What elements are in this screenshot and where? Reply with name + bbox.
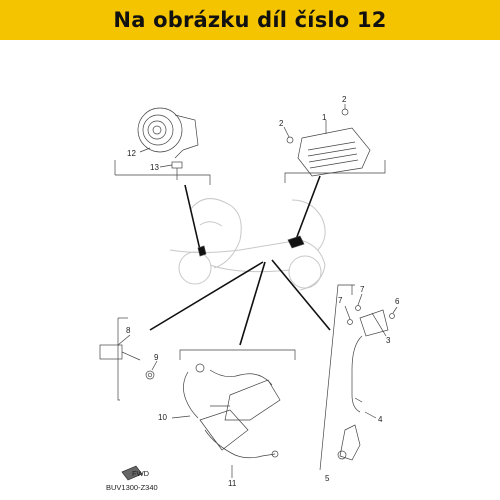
bolt-part-13	[171, 161, 183, 180]
fwd-label: FWD	[132, 469, 150, 478]
callout-5: 5	[325, 474, 330, 483]
callout-13: 13	[150, 163, 159, 172]
callout-4: 4	[378, 415, 383, 424]
title-banner: Na obrázku díl číslo 12	[0, 0, 500, 40]
frame-assembly	[171, 349, 296, 478]
callout-6: 6	[395, 297, 400, 306]
banner-title: Na obrázku díl číslo 12	[113, 8, 387, 32]
callout-10: 10	[158, 413, 167, 422]
callout-1: 1	[322, 113, 327, 122]
callout-2: 2	[279, 119, 284, 128]
sensor-part-8	[99, 317, 155, 401]
callout-8: 8	[126, 326, 131, 335]
callout-7: 7	[360, 285, 365, 294]
horn-part-12	[137, 107, 199, 159]
callout-labels: 1 2 2 3 4 5 6 7 7 8 9 10 11 12 13 FWD BU…	[106, 95, 400, 492]
sensor-bracket-part-3	[319, 284, 395, 471]
control-unit-part-1	[286, 108, 371, 177]
drawing-code: BUV1300-Z340	[106, 483, 158, 492]
callout-12: 12	[127, 149, 136, 158]
callout-3: 3	[386, 336, 391, 345]
fwd-arrow-icon	[121, 465, 143, 481]
callout-7b: 7	[338, 296, 343, 305]
callout-9: 9	[154, 353, 159, 362]
callout-2b: 2	[342, 95, 347, 104]
callout-11: 11	[228, 479, 237, 488]
